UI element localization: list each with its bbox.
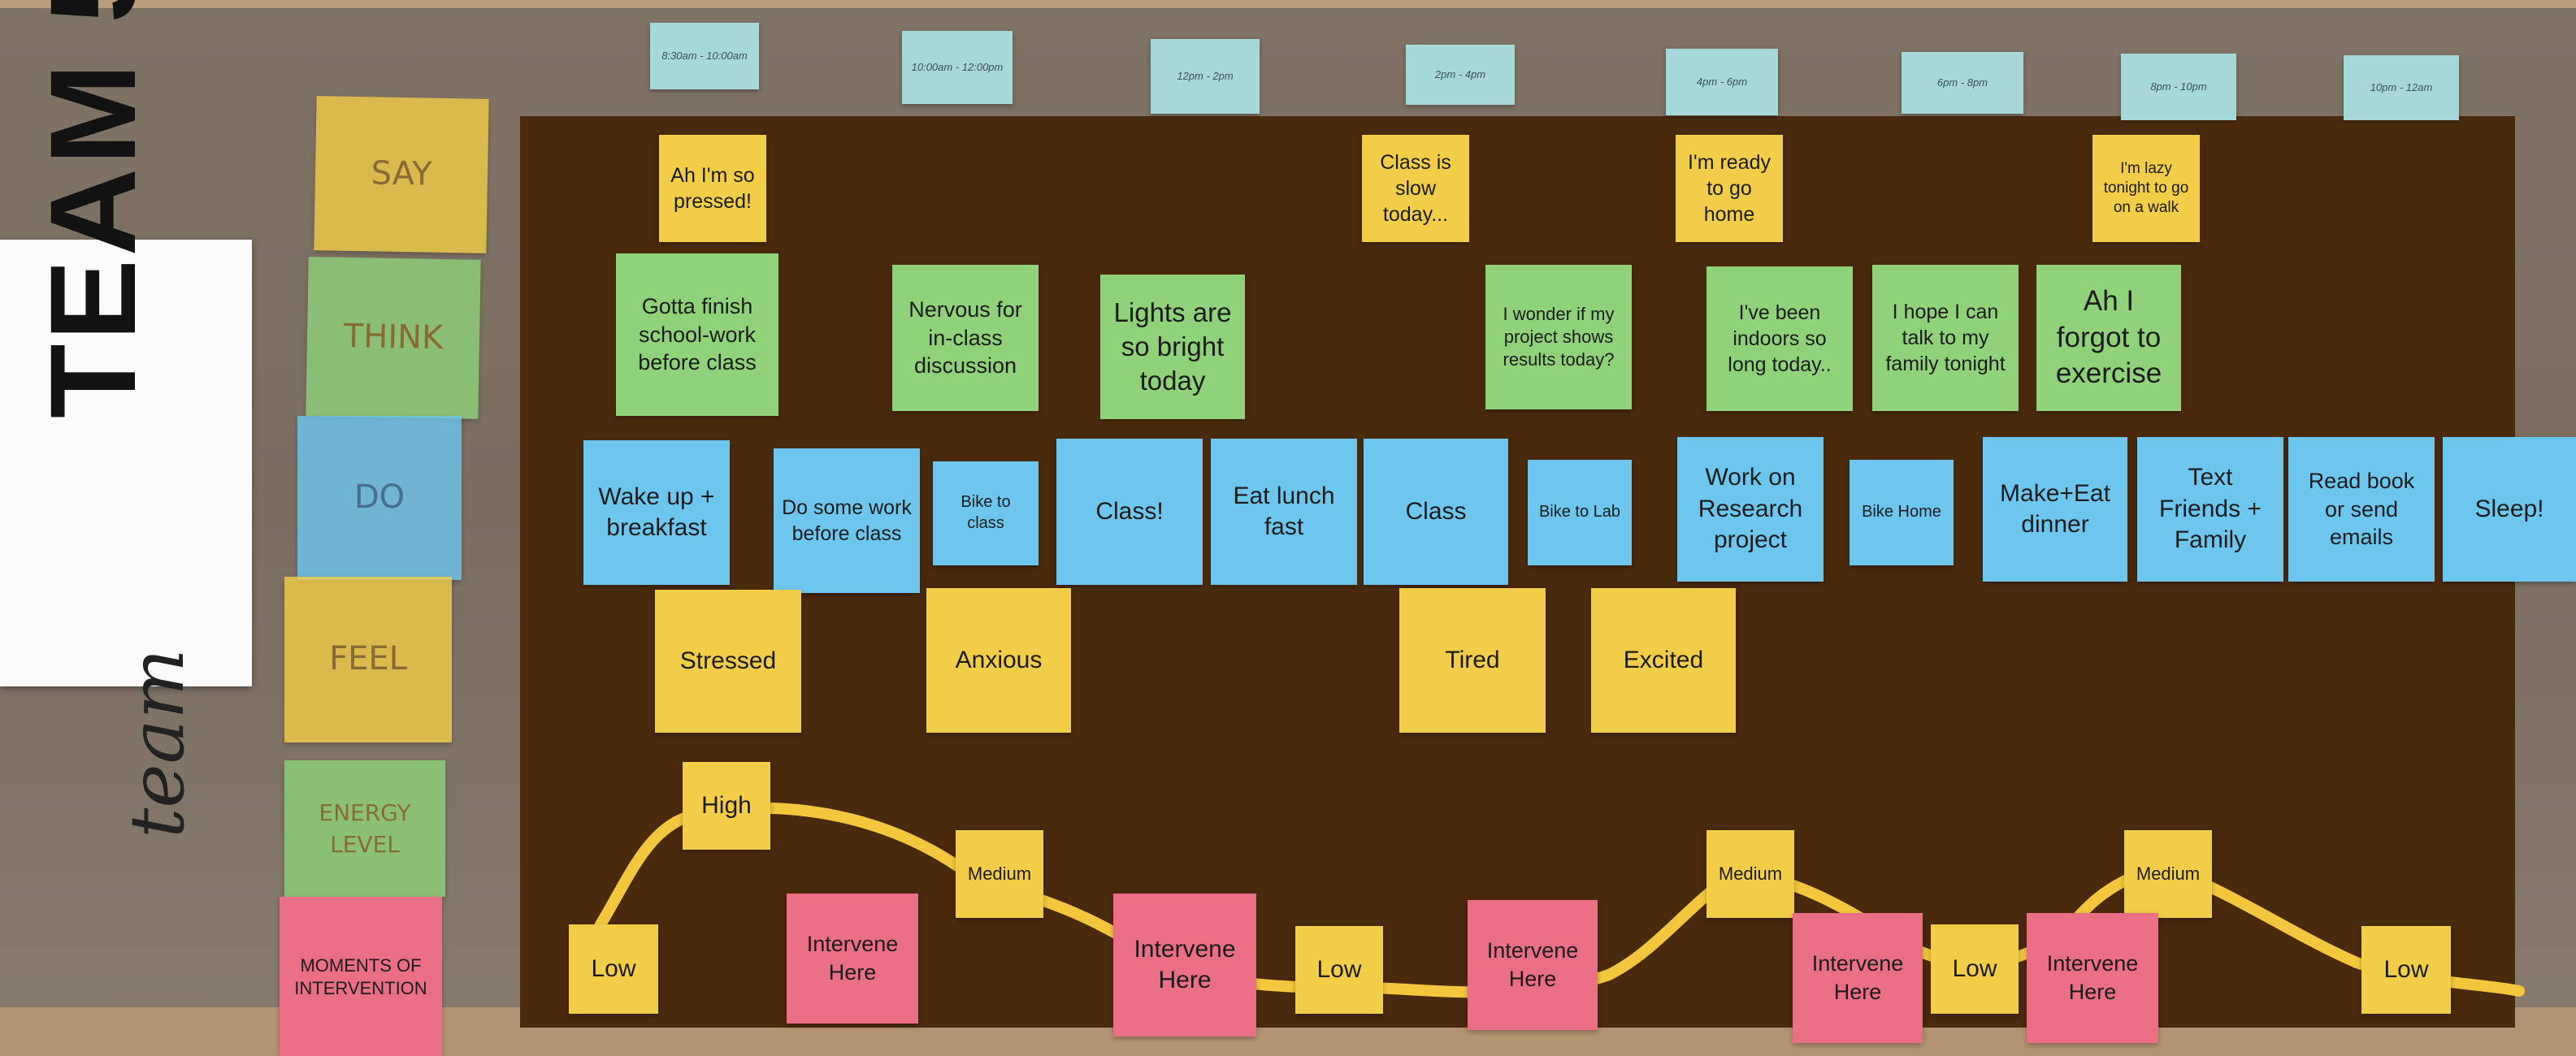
do-note: Text Friends + Family bbox=[2137, 437, 2283, 582]
time-slot-8: 10pm - 12am bbox=[2344, 55, 2459, 120]
energy-note: High bbox=[683, 762, 770, 850]
do-note: Read book or send emails bbox=[2288, 437, 2435, 582]
do-note: Wake up + breakfast bbox=[583, 440, 730, 585]
say-note: Ah I'm so pressed! bbox=[659, 135, 766, 242]
row-label-feel: FEEL bbox=[284, 577, 452, 742]
intervene-note: Intervene Here bbox=[1113, 894, 1256, 1037]
time-slot-5: 4pm - 6pm bbox=[1666, 49, 1778, 115]
feel-note: Stressed bbox=[655, 590, 801, 733]
time-slot-3: 12pm - 2pm bbox=[1151, 39, 1260, 114]
do-note: Bike to class bbox=[933, 461, 1039, 565]
energy-note: Low bbox=[2361, 926, 2451, 1014]
energy-note: Low bbox=[1931, 924, 2019, 1014]
feel-note: Anxious bbox=[926, 588, 1071, 733]
energy-note: Medium bbox=[2124, 830, 2212, 918]
energy-note: Low bbox=[1295, 926, 1383, 1014]
time-slot-2: 10:00am - 12:00pm bbox=[902, 31, 1013, 104]
energy-note: Low bbox=[569, 924, 658, 1014]
think-note: Lights are so bright today bbox=[1100, 275, 1245, 419]
energy-note: Medium bbox=[956, 830, 1043, 918]
feel-note: Tired bbox=[1399, 588, 1546, 733]
row-label-moments-of-intervention: MOMENTS OF INTERVENTION bbox=[280, 897, 442, 1056]
do-note: Make+Eat dinner bbox=[1983, 437, 2127, 582]
do-note: Work on Research project bbox=[1677, 437, 1824, 582]
say-note: Class is slow today... bbox=[1362, 135, 1469, 242]
think-note: I've been indoors so long today.. bbox=[1706, 266, 1853, 411]
say-note: I'm lazy tonight to go on a walk bbox=[2092, 135, 2200, 242]
row-label-energy-level: ENERGY LEVEL bbox=[284, 760, 445, 897]
time-slot-7: 8pm - 10pm bbox=[2121, 54, 2236, 120]
think-note: Nervous for in-class discussion bbox=[892, 265, 1039, 411]
do-note: Sleep! bbox=[2443, 437, 2576, 582]
intervene-note: Intervene Here bbox=[1793, 913, 1923, 1043]
intervene-note: Intervene Here bbox=[787, 894, 918, 1024]
say-note: I'm ready to go home bbox=[1676, 135, 1783, 242]
think-note: Ah I forgot to exercise bbox=[2036, 265, 2181, 411]
do-note: Bike to Lab bbox=[1528, 460, 1632, 565]
think-note: I wonder if my project shows results tod… bbox=[1485, 265, 1632, 409]
time-slot-4: 2pm - 4pm bbox=[1406, 45, 1515, 105]
intervene-note: Intervene Here bbox=[1468, 900, 1598, 1030]
team-card: TEAM 5 team bbox=[0, 0, 252, 838]
feel-note: Excited bbox=[1591, 588, 1736, 733]
do-note: Class! bbox=[1056, 439, 1203, 585]
do-note: Eat lunch fast bbox=[1211, 439, 1357, 585]
do-note: Class bbox=[1364, 439, 1508, 585]
do-note: Do some work before class bbox=[774, 448, 920, 593]
think-note: I hope I can talk to my family tonight bbox=[1872, 265, 2019, 411]
do-note: Bike Home bbox=[1850, 460, 1954, 565]
time-slot-6: 6pm - 8pm bbox=[1902, 52, 2023, 114]
intervene-note: Intervene Here bbox=[2027, 913, 2158, 1043]
think-note: Gotta finish school-work before class bbox=[616, 253, 778, 416]
row-label-do: DO bbox=[297, 416, 462, 580]
time-slot-1: 8:30am - 10:00am bbox=[650, 23, 759, 89]
energy-note: Medium bbox=[1706, 830, 1794, 918]
